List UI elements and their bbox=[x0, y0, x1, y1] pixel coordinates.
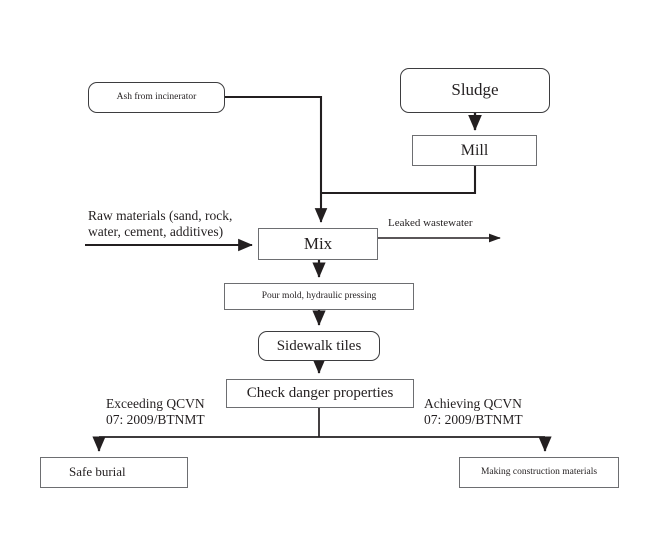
node-safe-burial[interactable]: Safe burial bbox=[40, 457, 188, 488]
edge-label-raw-materials: Raw materials (sand, rock, water, cement… bbox=[88, 208, 233, 240]
node-mill[interactable]: Mill bbox=[412, 135, 537, 166]
edge-label-achieving-qcvn: Achieving QCVN 07: 2009/BTNMT bbox=[424, 396, 523, 428]
node-pour-mold-hydraulic-pressing[interactable]: Pour mold, hydraulic pressing bbox=[224, 283, 414, 310]
node-sidewalk-tiles[interactable]: Sidewalk tiles bbox=[258, 331, 380, 361]
node-mix[interactable]: Mix bbox=[258, 228, 378, 260]
edge-mill-to-mix bbox=[322, 166, 477, 195]
edge-label-leaked-wastewater: Leaked wastewater bbox=[388, 217, 473, 229]
edge-ash-to-mix bbox=[225, 95, 328, 223]
node-ash-from-incinerator[interactable]: Ash from incinerator bbox=[88, 82, 225, 113]
node-check-danger-properties[interactable]: Check danger properties bbox=[226, 379, 414, 408]
node-making-construction-materials[interactable]: Making construction materials bbox=[459, 457, 619, 488]
edge-label-exceeding-qcvn: Exceeding QCVN 07: 2009/BTNMT bbox=[106, 396, 205, 428]
node-sludge[interactable]: Sludge bbox=[400, 68, 550, 113]
